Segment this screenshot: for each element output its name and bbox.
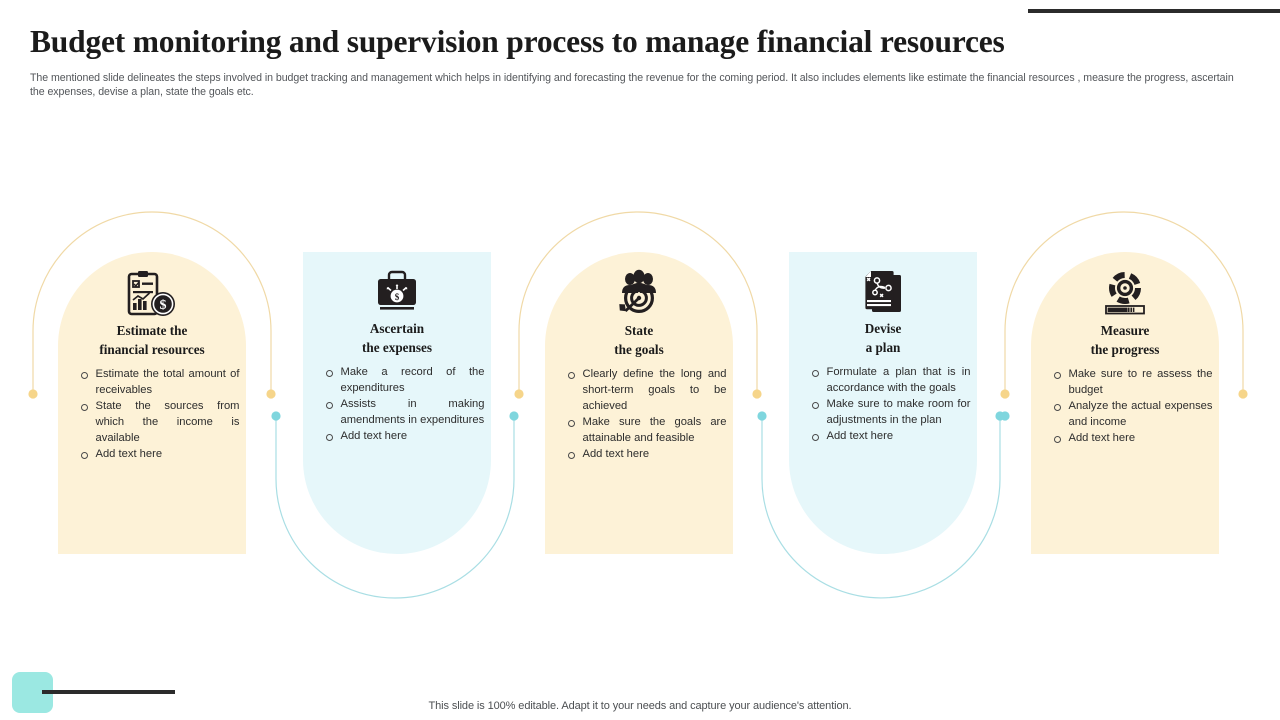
target-team-arrow-icon (613, 266, 665, 320)
process-diagram: $ Estimate the financial resources Estim… (0, 196, 1280, 626)
connector-dot-yellow-1 (28, 389, 38, 399)
list-item: Analyze the actual expenses and income (1050, 399, 1213, 431)
top-accent-rule (1028, 9, 1280, 13)
connector-dot-yellow-2 (266, 389, 276, 399)
clipboard-chart-dollar-icon: $ (124, 266, 180, 320)
slide-header: Budget monitoring and supervision proces… (30, 24, 1250, 99)
card-title-1: Estimate the financial resources (99, 323, 205, 357)
connector-dot-yellow-6 (1238, 389, 1248, 399)
page-subtitle: The mentioned slide delineates the steps… (30, 71, 1234, 98)
list-item: Estimate the total amount of receivables (77, 367, 240, 399)
card-title-5: Measure the progress (1090, 323, 1160, 357)
footer-accent-rule (42, 690, 175, 694)
page-title: Budget monitoring and supervision proces… (30, 24, 1005, 59)
arch-outline-5 (1004, 211, 1244, 394)
list-item: Make a record of the expenditures (322, 365, 485, 397)
decorative-arch-layer (28, 211, 1248, 599)
connector-dot-teal-3 (757, 411, 767, 421)
bullet-list-3: Clearly define the long and short-term g… (552, 367, 727, 462)
list-item: Add text here (564, 447, 727, 463)
list-item: Add text here (1050, 431, 1213, 447)
bullet-list-2: Make a record of the expenditures Assist… (310, 365, 485, 445)
card-title-3: State the goals (614, 323, 664, 357)
connector-dot-teal-1 (271, 411, 281, 421)
briefcase-money-icon: $ (371, 264, 423, 318)
list-item: Make sure to make room for adjustments i… (808, 397, 971, 429)
footer-note: This slide is 100% editable. Adapt it to… (428, 700, 852, 712)
connector-dot-yellow-5 (1000, 389, 1010, 399)
strategy-document-icon (857, 264, 909, 318)
list-item: Make sure the goals are attainable and f… (564, 415, 727, 447)
list-item: Add text here (322, 429, 485, 445)
list-item: Add text here (77, 447, 240, 463)
list-item: Formulate a plan that is in accordance w… (808, 365, 971, 397)
list-item: Add text here (808, 429, 971, 445)
bullet-list-5: Make sure to re assess the budget Analyz… (1038, 367, 1213, 447)
bullet-list-4: Formulate a plan that is in accordance w… (796, 365, 971, 445)
list-item: Assists in making amendments in expendit… (322, 397, 485, 429)
list-item: Make sure to re assess the budget (1050, 367, 1213, 399)
svg-text:$: $ (395, 292, 400, 302)
list-item: State the sources from which the income … (77, 399, 240, 447)
card-title-4: Devise a plan (864, 321, 902, 355)
connector-dot-yellow-3 (514, 389, 524, 399)
connector-dot-teal-2 (509, 411, 519, 421)
card-title-2: Ascertain the expenses (362, 321, 432, 355)
arch-outline-3 (518, 211, 758, 394)
list-item: Clearly define the long and short-term g… (564, 367, 727, 415)
arch-outline-1 (32, 211, 272, 394)
arch-outline-2 (275, 416, 515, 599)
connector-dot-yellow-4 (752, 389, 762, 399)
arch-outline-4 (761, 416, 1001, 599)
bullet-list-1: Estimate the total amount of receivables… (65, 367, 240, 462)
svg-text:$: $ (160, 298, 167, 313)
gear-progress-bar-icon (1099, 266, 1151, 320)
connector-dot-teal-5 (1000, 411, 1010, 421)
